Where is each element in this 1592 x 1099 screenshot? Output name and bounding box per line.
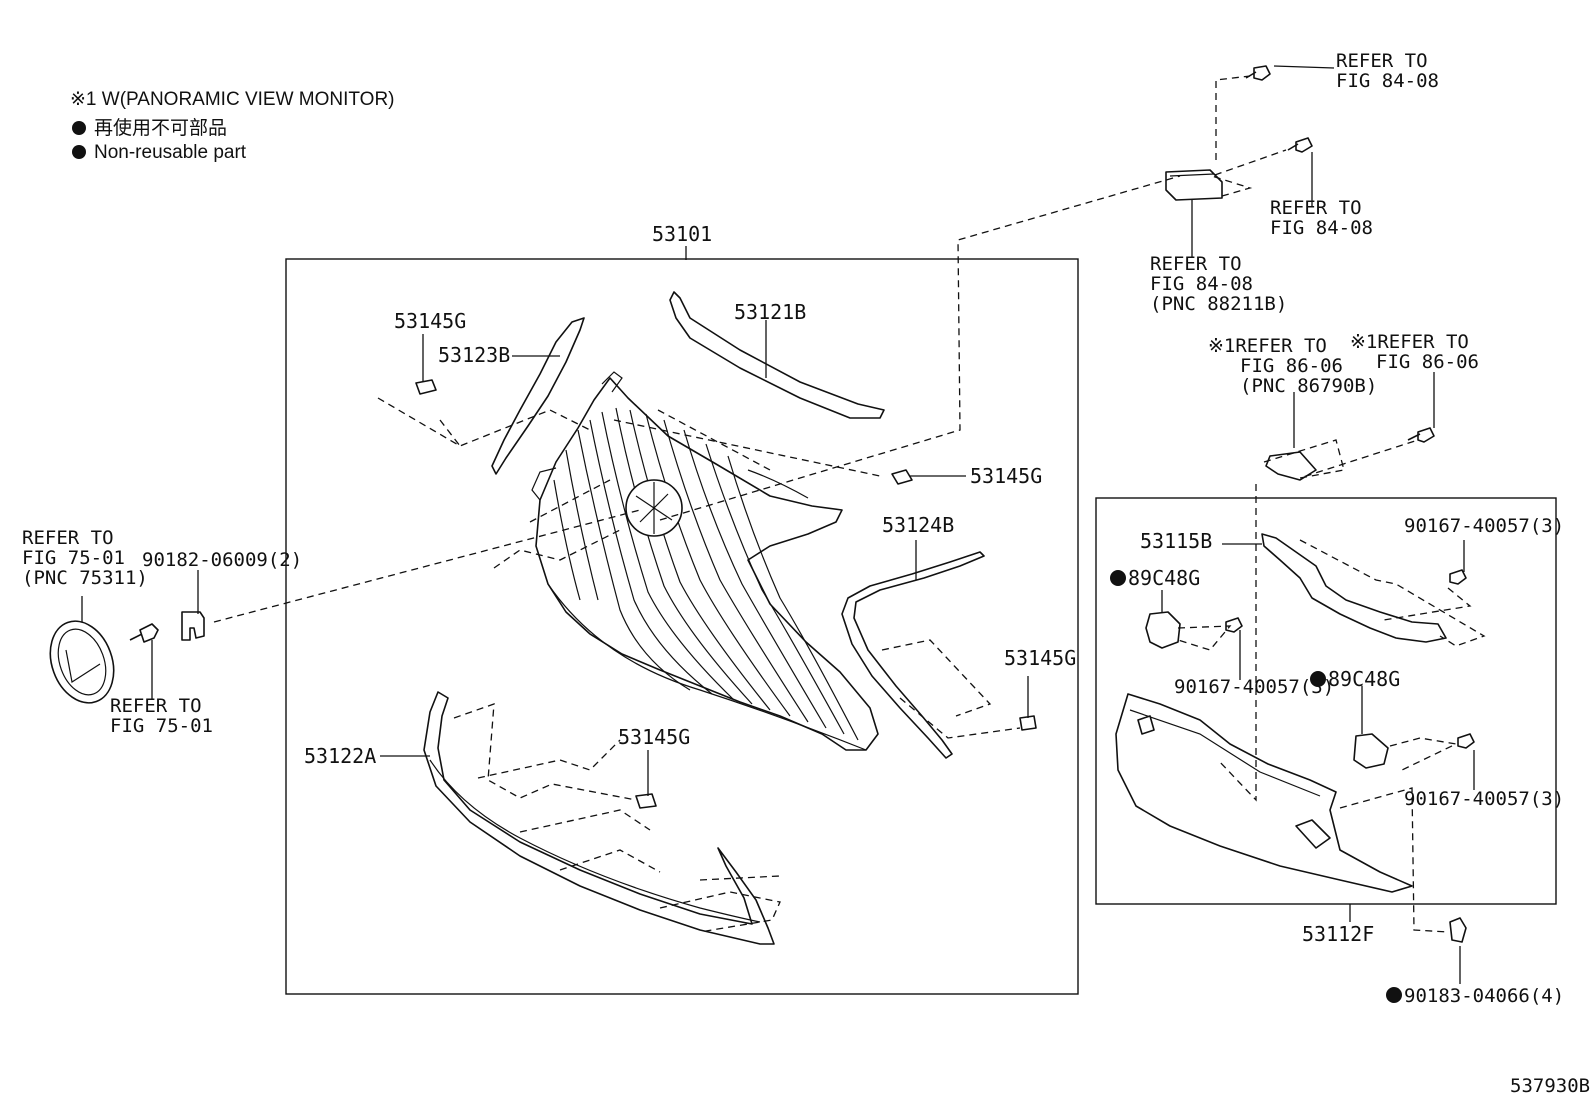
- upper-retainer[interactable]: [1261, 533, 1447, 643]
- left-side-molding[interactable]: [491, 317, 585, 475]
- sensor-icon[interactable]: [1165, 169, 1223, 201]
- nonreusable-dot-icon: [72, 121, 86, 135]
- callout-89c48g-b[interactable]: 89C48G: [1328, 667, 1400, 691]
- svg-text:※1REFER TO: ※1REFER TO: [1208, 335, 1327, 357]
- bracket-b-icon[interactable]: [1353, 733, 1389, 769]
- callout-53145g-c[interactable]: 53145G: [1004, 646, 1076, 670]
- bracket-a-icon[interactable]: [1145, 611, 1181, 649]
- ref-fig-84-08-top[interactable]: REFER TO FIG 84-08: [1336, 50, 1439, 92]
- diagram-id: 537930B: [1510, 1075, 1590, 1097]
- legend-nonreusable-en: Non-reusable part: [94, 142, 247, 163]
- callout-89c48g-a[interactable]: 89C48G: [1128, 566, 1200, 590]
- lower-molding[interactable]: [423, 691, 775, 945]
- svg-text:REFER TO: REFER TO: [22, 527, 114, 549]
- svg-text:FIG 84-08: FIG 84-08: [1150, 273, 1253, 295]
- svg-text:(PNC 86790B): (PNC 86790B): [1240, 375, 1377, 397]
- callout-53123b[interactable]: 53123B: [438, 343, 510, 367]
- svg-text:FIG 86-06: FIG 86-06: [1376, 351, 1479, 373]
- nonreusable-dot-icon: [72, 145, 86, 159]
- svg-text:FIG 84-08: FIG 84-08: [1270, 217, 1373, 239]
- svg-text:FIG 84-08: FIG 84-08: [1336, 70, 1439, 92]
- nonreusable-dot-icon: [1110, 570, 1126, 586]
- callout-53112f[interactable]: 53112F: [1302, 922, 1374, 946]
- clip-d-icon[interactable]: [635, 793, 657, 809]
- leader-lines: [81, 65, 1475, 984]
- ref-fig-75-01-emblem[interactable]: REFER TO FIG 75-01 (PNC 75311): [22, 527, 148, 589]
- clip-c-icon[interactable]: [1019, 715, 1037, 731]
- clip-b-icon[interactable]: [891, 469, 913, 485]
- callout-53101[interactable]: 53101: [652, 222, 712, 246]
- svg-text:REFER TO: REFER TO: [1150, 253, 1242, 275]
- assembly-lines: [213, 75, 1486, 933]
- svg-text:FIG 75-01: FIG 75-01: [22, 547, 125, 569]
- legend: ※1 W(PANORAMIC VIEW MONITOR) 再使用不可部品 Non…: [70, 89, 395, 163]
- emblem-icon[interactable]: [39, 612, 124, 711]
- clip-a-icon[interactable]: [415, 379, 437, 395]
- upper-molding[interactable]: [669, 291, 885, 419]
- svg-text:REFER TO: REFER TO: [1336, 50, 1428, 72]
- screw-c-icon[interactable]: [1457, 733, 1475, 749]
- ref-fig-84-08-pnc[interactable]: REFER TO FIG 84-08 (PNC 88211B): [1150, 253, 1287, 315]
- camera-screw-icon[interactable]: [1407, 427, 1435, 443]
- svg-text:FIG 86-06: FIG 86-06: [1240, 355, 1343, 377]
- assembly-frame: [285, 258, 1079, 995]
- callout-53122a[interactable]: 53122A: [304, 744, 376, 768]
- callout-53115b[interactable]: 53115B: [1140, 529, 1212, 553]
- callout-90182[interactable]: 90182-06009(2): [142, 549, 302, 571]
- svg-text:FIG 75-01: FIG 75-01: [110, 715, 213, 737]
- screw-b-icon[interactable]: [1449, 569, 1467, 585]
- right-side-molding[interactable]: [841, 551, 985, 759]
- figure-references: REFER TO FIG 84-08 REFER TO FIG 84-08 RE…: [22, 50, 1479, 737]
- callout-90167-b[interactable]: 90167-40057(3): [1174, 676, 1334, 698]
- svg-text:(PNC 88211B): (PNC 88211B): [1150, 293, 1287, 315]
- svg-text:REFER TO: REFER TO: [1270, 197, 1362, 219]
- screw-a-icon[interactable]: [1225, 617, 1243, 633]
- ref-fig-86-06-right[interactable]: ※1REFER TO FIG 86-06: [1350, 331, 1479, 373]
- radiator-grille[interactable]: [531, 371, 879, 751]
- svg-text:(PNC 75311): (PNC 75311): [22, 567, 148, 589]
- callout-53121b[interactable]: 53121B: [734, 300, 806, 324]
- legend-option-note: ※1 W(PANORAMIC VIEW MONITOR): [70, 89, 395, 110]
- callout-53145g-b[interactable]: 53145G: [970, 464, 1042, 488]
- legend-nonreusable-jp: 再使用不可部品: [94, 117, 227, 139]
- svg-text:※1REFER TO: ※1REFER TO: [1350, 331, 1469, 353]
- ref-fig-86-06-left[interactable]: ※1REFER TO FIG 86-06 (PNC 86790B): [1208, 335, 1377, 397]
- support-frame: [1095, 497, 1557, 905]
- bolt-mid-icon[interactable]: [1287, 137, 1313, 153]
- callout-90167-c[interactable]: 90167-40057(3): [1404, 788, 1564, 810]
- ref-fig-75-01-screw[interactable]: REFER TO FIG 75-01: [110, 695, 213, 737]
- callouts: 53101 53121B 53145G 53123B 53145G 53124B…: [142, 222, 1590, 1097]
- emblem-screw-icon[interactable]: [129, 623, 159, 643]
- callout-53145g-a[interactable]: 53145G: [394, 309, 466, 333]
- radiator-support[interactable]: [1115, 693, 1413, 893]
- bolt-top-icon[interactable]: [1245, 65, 1271, 81]
- callout-90183[interactable]: 90183-04066(4): [1404, 985, 1564, 1007]
- callout-53124b[interactable]: 53124B: [882, 513, 954, 537]
- callout-90167-a[interactable]: 90167-40057(3): [1404, 515, 1564, 537]
- callout-53145g-d[interactable]: 53145G: [618, 725, 690, 749]
- svg-text:REFER TO: REFER TO: [110, 695, 202, 717]
- ref-fig-84-08-mid[interactable]: REFER TO FIG 84-08: [1270, 197, 1373, 239]
- bottom-clip-icon[interactable]: [1449, 917, 1467, 943]
- nonreusable-dot-icon: [1310, 671, 1326, 687]
- nonreusable-dot-icon: [1386, 987, 1402, 1003]
- camera-bracket-icon[interactable]: [1265, 451, 1317, 481]
- nut-icon[interactable]: [181, 611, 205, 641]
